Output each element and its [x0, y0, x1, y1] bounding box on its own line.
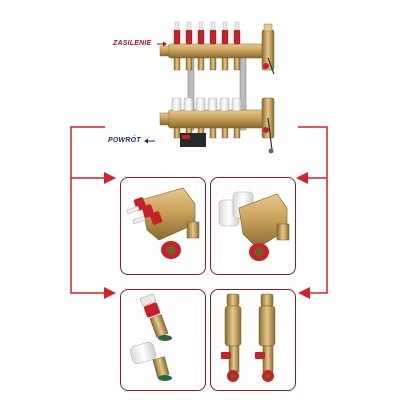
arrow-head-icon — [296, 172, 308, 184]
supply-bar — [167, 43, 265, 59]
connector-arrowheads — [104, 172, 310, 299]
manifold-photo — [159, 21, 275, 154]
arrow-head-icon — [104, 172, 116, 184]
detail-panel-return-valves — [210, 177, 296, 275]
return-caps — [171, 97, 242, 112]
label-return: POWRÓT — [108, 137, 141, 144]
detail-panel-valve-inserts — [120, 289, 206, 391]
valve-insert-detail — [129, 293, 172, 381]
flow-meters — [173, 29, 241, 45]
end-module-detail — [221, 293, 276, 382]
arrow-head-icon — [104, 287, 116, 299]
arrow-left-icon — [144, 138, 155, 144]
connector-left — [70, 126, 105, 294]
detail-panel-supply-valves — [120, 177, 206, 275]
detail-panel-end-modules — [210, 289, 296, 391]
connector-right — [298, 126, 328, 294]
arrow-head-icon — [298, 287, 310, 299]
supply-valve-detail — [126, 187, 200, 259]
return-valve-detail — [218, 191, 290, 261]
connector-lines — [70, 126, 328, 294]
label-supply: ZASILENIE — [113, 40, 152, 47]
arrow-right-icon — [157, 41, 167, 47]
return-bar — [167, 109, 265, 129]
